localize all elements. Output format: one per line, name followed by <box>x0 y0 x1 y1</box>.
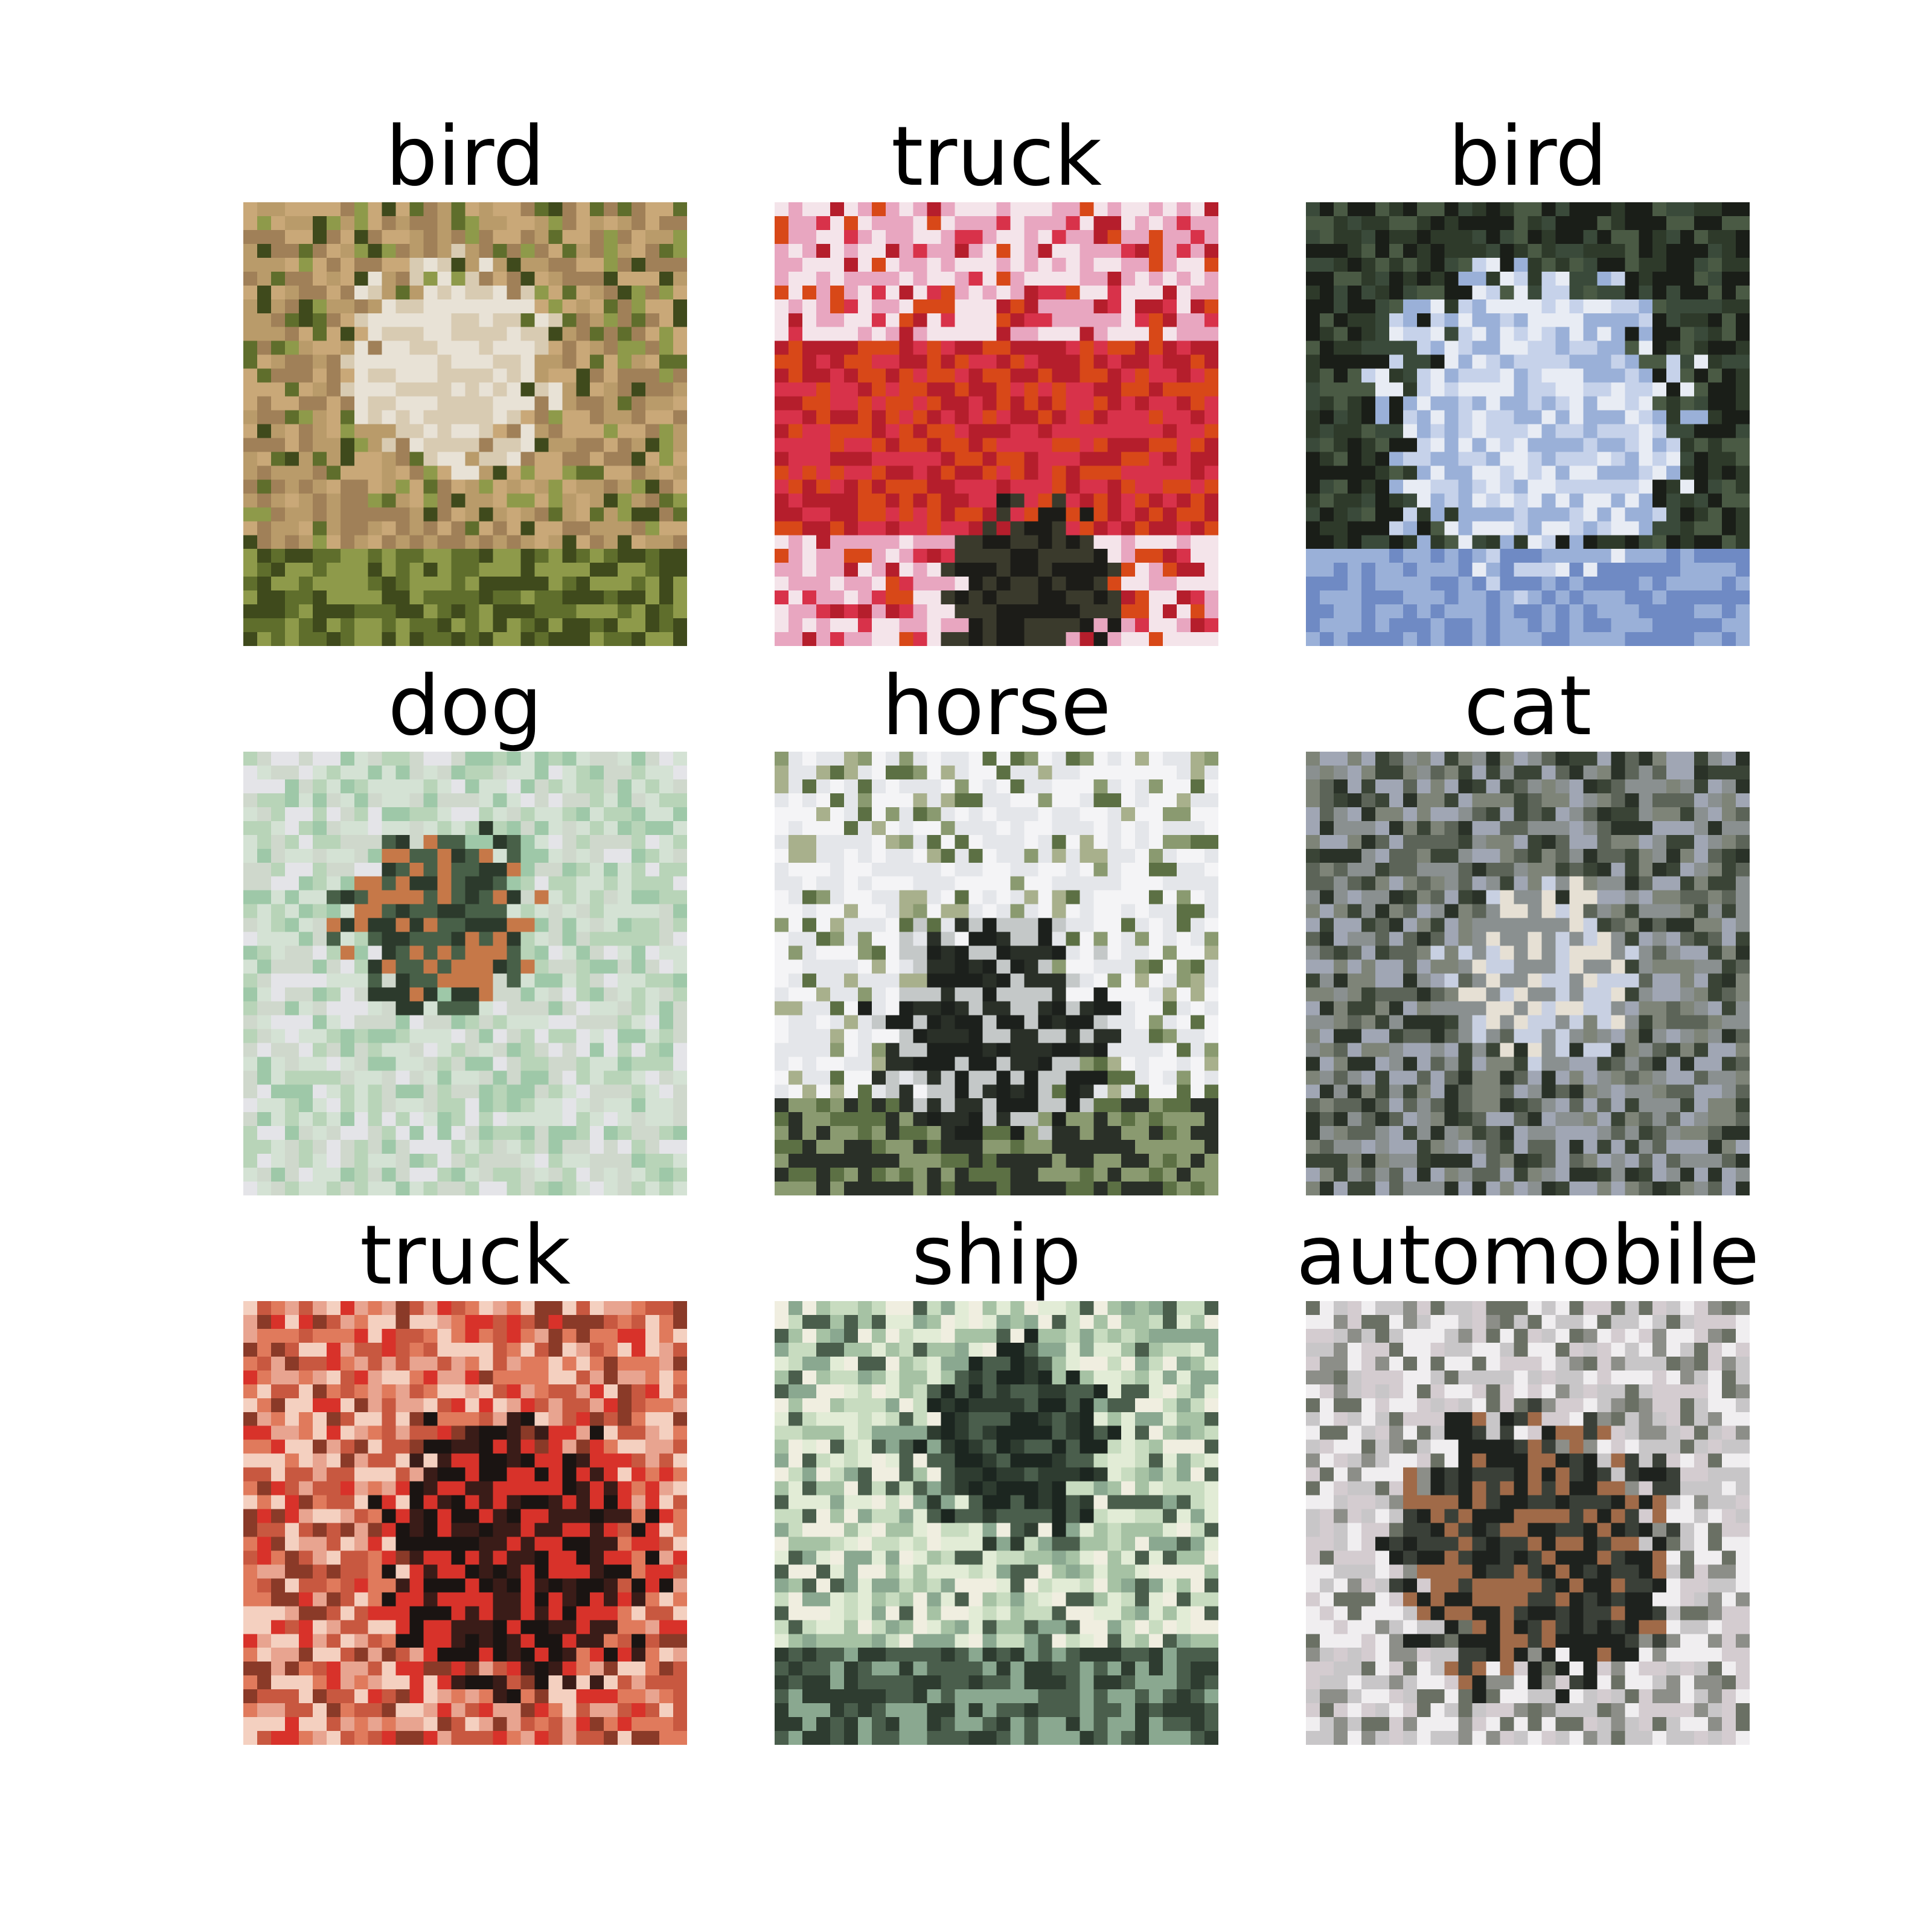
sample-image <box>243 202 687 646</box>
sample-image <box>1306 202 1750 646</box>
sample-image <box>1306 1301 1750 1745</box>
image-label: truck <box>360 1208 571 1303</box>
image-label: automobile <box>1296 1208 1760 1303</box>
sample-image <box>775 202 1218 646</box>
sample-image <box>775 752 1218 1195</box>
image-label: horse <box>881 659 1112 754</box>
pixel-mosaic <box>1306 752 1750 1195</box>
pixel-mosaic <box>775 752 1218 1195</box>
sample-image <box>243 752 687 1195</box>
pixel-mosaic <box>1306 202 1750 646</box>
image-label: truck <box>891 109 1102 205</box>
pixel-mosaic <box>243 202 687 646</box>
image-label: bird <box>385 109 545 205</box>
pixel-mosaic <box>243 1301 687 1745</box>
pixel-mosaic <box>775 1301 1218 1745</box>
pixel-mosaic <box>775 202 1218 646</box>
pixel-mosaic <box>1306 1301 1750 1745</box>
sample-image <box>243 1301 687 1745</box>
sample-image <box>1306 752 1750 1195</box>
image-label: dog <box>388 659 543 754</box>
sample-image <box>775 1301 1218 1745</box>
image-label: ship <box>911 1208 1082 1303</box>
image-label: cat <box>1463 659 1592 754</box>
pixel-mosaic <box>243 752 687 1195</box>
image-label: bird <box>1448 109 1608 205</box>
